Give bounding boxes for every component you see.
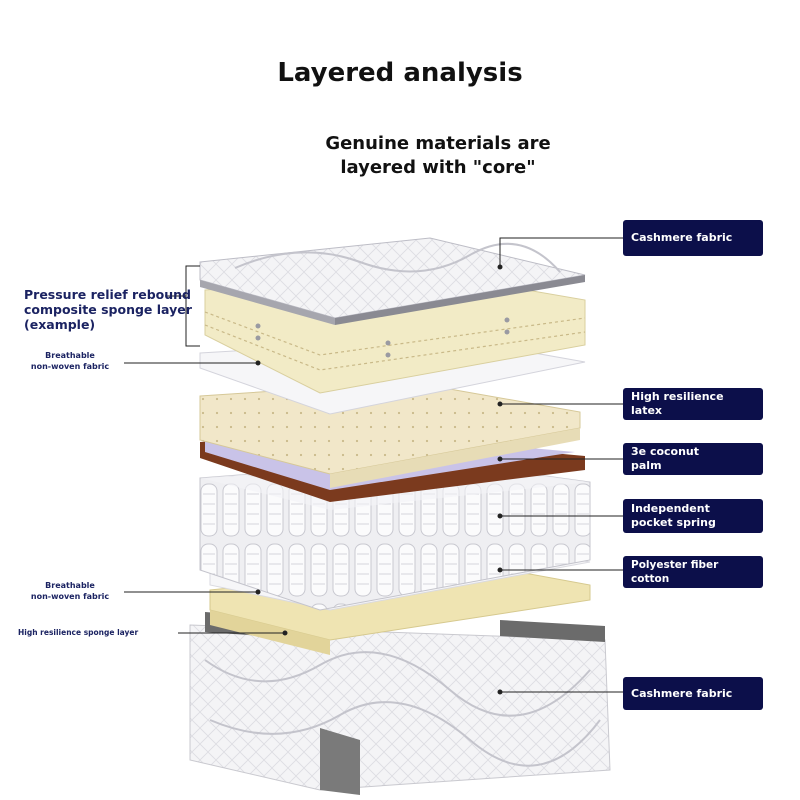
label-line: Pressure relief rebound	[24, 287, 191, 302]
label-composite-sponge-layer: Pressure relief rebound composite sponge…	[24, 287, 204, 332]
tag-high-resilience-latex: High resilience latex	[623, 388, 763, 420]
label-breathable-nonwoven-top: Breathable non-woven fabric	[14, 350, 126, 372]
label-line: Breathable	[45, 581, 95, 590]
top-cashmere-layer	[199, 237, 586, 325]
subtitle-line-1: Genuine materials are	[325, 133, 551, 154]
tag-coconut-palm: 3e coconut palm	[623, 443, 763, 475]
label-high-resilience-sponge: High resilience sponge layer	[18, 627, 168, 638]
left-leader-lines	[124, 265, 288, 636]
tag-cashmere-fabric-bottom: Cashmere fabric	[623, 677, 763, 710]
tag-label: Polyester fiber cotton	[631, 559, 719, 585]
page-title: Layered analysis	[277, 58, 523, 88]
tag-polyester-fiber-cotton: Polyester fiber cotton	[623, 556, 763, 588]
tag-label: 3e coconut palm	[631, 445, 700, 472]
label-line: (example)	[24, 317, 96, 332]
label-line: composite sponge layer	[24, 302, 192, 317]
label-breathable-nonwoven-bottom: Breathable non-woven fabric	[14, 580, 126, 602]
tag-independent-pocket-spring: Independent pocket spring	[623, 499, 763, 533]
label-line: High resilience sponge layer	[18, 628, 139, 637]
right-leader-lines	[497, 237, 623, 695]
bottom-cashmere-layer	[189, 612, 611, 795]
label-line: Breathable	[45, 351, 95, 360]
subtitle-line-2: layered with "core"	[340, 157, 536, 178]
tag-label: High resilience latex	[631, 390, 724, 417]
label-line: non-woven fabric	[30, 592, 110, 601]
tag-label: Independent pocket spring	[631, 502, 716, 529]
subtitle: Genuine materials are layered with "core…	[300, 132, 576, 180]
label-line: non-woven fabric	[30, 362, 110, 371]
tag-cashmere-fabric-top: Cashmere fabric	[623, 220, 763, 256]
tag-label: Cashmere fabric	[631, 231, 733, 244]
latex-layer	[199, 381, 581, 488]
tag-label: Cashmere fabric	[631, 686, 733, 700]
